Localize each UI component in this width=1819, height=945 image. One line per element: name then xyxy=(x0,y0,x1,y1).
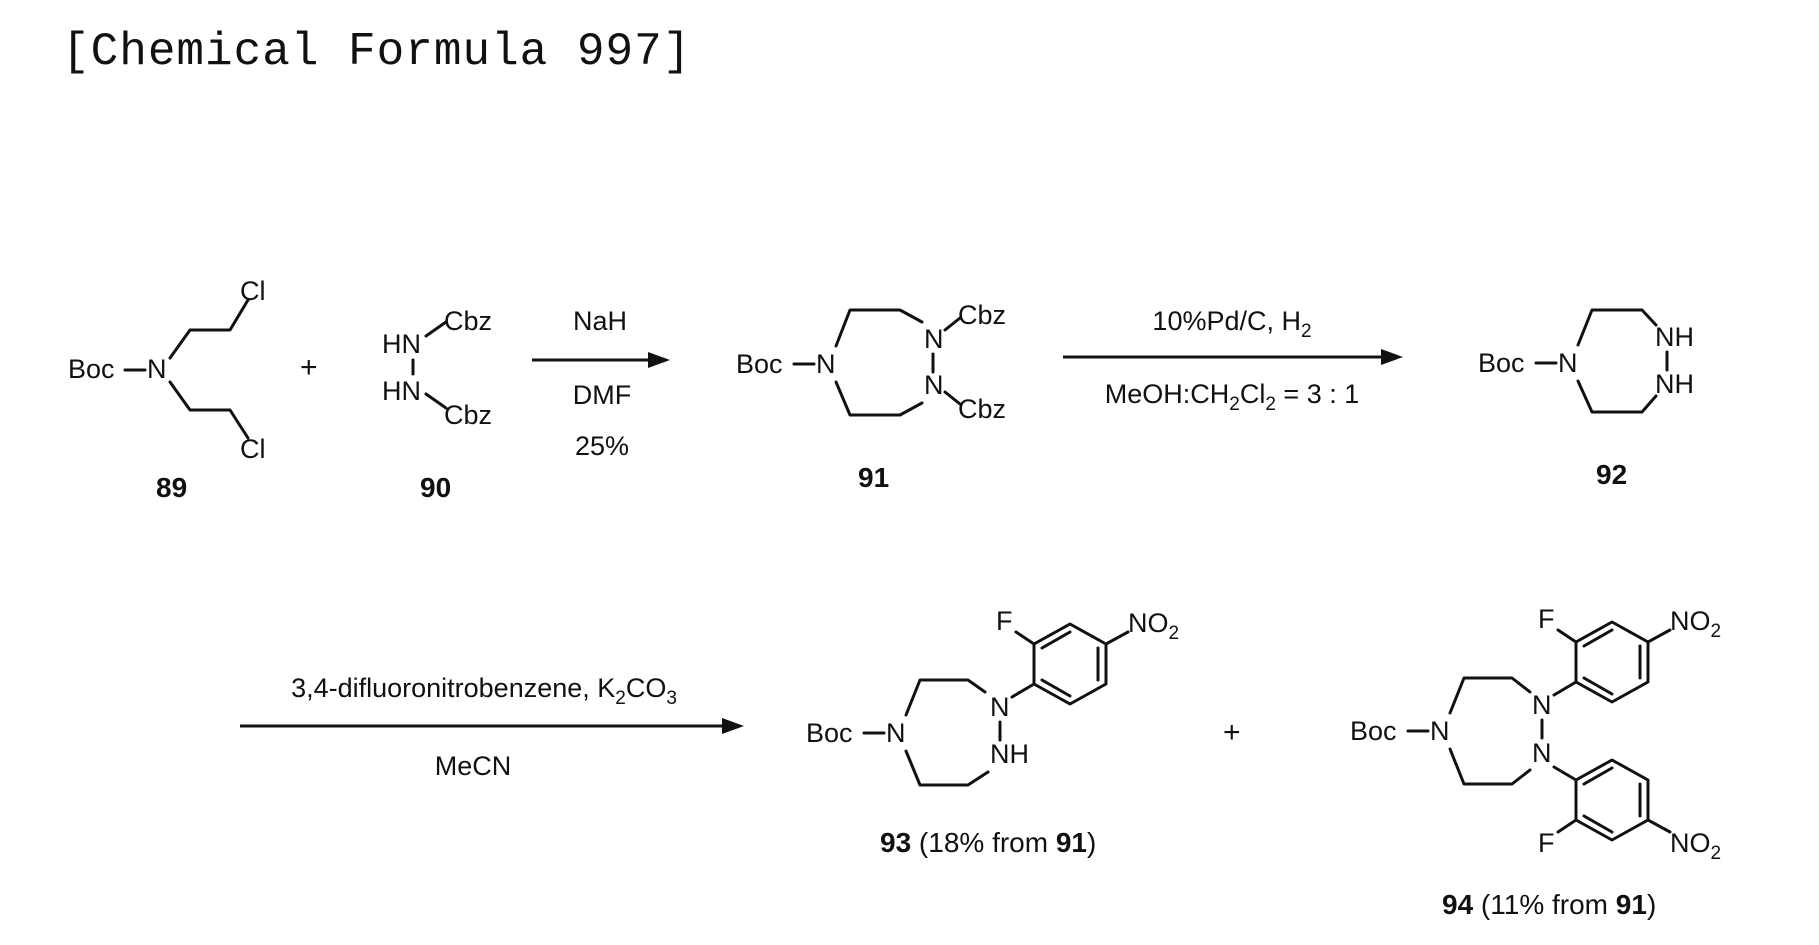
c90-cbz-bond-top xyxy=(426,322,446,336)
c89-cl-bottom: Cl xyxy=(240,434,266,464)
c90-cbz-bottom: Cbz xyxy=(444,400,492,430)
c92-boc-label: Boc xyxy=(1478,348,1525,378)
c94-n-bottom: N xyxy=(1532,738,1552,768)
c94-n-top: N xyxy=(1532,690,1552,720)
c94-top-no2-bond xyxy=(1648,630,1670,642)
reaction-arrow-1: NaH DMF 25% xyxy=(532,306,670,461)
c94-f-bottom: F xyxy=(1538,828,1555,858)
c93-benzene-ring xyxy=(1034,624,1106,704)
c89-cl-top: Cl xyxy=(240,276,266,306)
c89-upper-chain xyxy=(170,300,248,358)
plus-sign-2: + xyxy=(1223,716,1241,749)
c93-double-bond-3 xyxy=(1042,680,1070,696)
c94-no2-top: NO2 xyxy=(1670,606,1721,642)
c92-n-ring: N xyxy=(1558,348,1578,378)
c93-nh: NH xyxy=(990,739,1029,769)
c90-cbz-top: Cbz xyxy=(444,306,492,336)
compound-89: Boc N Cl Cl 89 xyxy=(68,276,266,503)
c92-nh-top: NH xyxy=(1655,322,1694,352)
step-1-solvent: DMF xyxy=(573,380,631,410)
step-2-solvent: MeOH:CH2Cl2 = 3 : 1 xyxy=(1105,379,1359,415)
c94-no2-bottom: NO2 xyxy=(1670,828,1721,864)
c91-number: 91 xyxy=(858,462,889,493)
c93-n-ring: N xyxy=(886,718,906,748)
c93-n-aryl-bond xyxy=(1012,684,1034,697)
c91-n-bottom: N xyxy=(924,370,944,400)
c94-ring-lower xyxy=(1450,749,1530,784)
step-3-solvent: MeCN xyxy=(435,751,512,781)
c90-number: 90 xyxy=(420,472,451,503)
c94-bottom-double-1 xyxy=(1584,816,1612,832)
reaction-arrow-2: 10%Pd/C, H2 MeOH:CH2Cl2 = 3 : 1 xyxy=(1063,306,1403,415)
c93-no2-bond xyxy=(1106,632,1128,644)
c92-ring-lower xyxy=(1578,381,1656,412)
c93-n-aryl: N xyxy=(990,692,1010,722)
c94-n-ring: N xyxy=(1430,716,1450,746)
c94-bottom-benzene-ring xyxy=(1576,760,1648,840)
c91-cbz-top: Cbz xyxy=(958,300,1006,330)
c94-bottom-aryl-bond xyxy=(1554,767,1576,780)
c94-top-f-bond xyxy=(1558,630,1576,642)
compound-90: HN Cbz HN Cbz 90 xyxy=(382,306,492,503)
c91-ring-upper xyxy=(836,310,922,346)
c91-n-top: N xyxy=(924,324,944,354)
c93-double-bond-1 xyxy=(1042,632,1070,648)
compound-94: Boc N N N F NO2 F NO2 94 (11% from 91) xyxy=(1350,604,1721,920)
c90-hn-bottom: HN xyxy=(382,376,421,406)
step-2-reagent: 10%Pd/C, H2 xyxy=(1152,306,1311,342)
c94-bottom-double-3 xyxy=(1584,768,1612,784)
c93-f-bond xyxy=(1016,632,1034,644)
step-3-reagent: 3,4-difluoronitrobenzene, K2CO3 xyxy=(291,673,677,709)
c91-cbz-bottom: Cbz xyxy=(958,394,1006,424)
c94-top-double-3 xyxy=(1584,678,1612,694)
c92-ring-upper xyxy=(1578,310,1656,345)
c94-ring-upper xyxy=(1450,678,1530,713)
c93-ring-lower xyxy=(906,751,988,785)
c89-n-label: N xyxy=(147,354,167,384)
c93-f: F xyxy=(996,606,1013,636)
c93-caption: 93 (18% from 91) xyxy=(880,827,1096,858)
c92-number: 92 xyxy=(1596,459,1627,490)
arrow-1-head xyxy=(648,352,670,368)
c94-bottom-no2-bond xyxy=(1648,820,1670,832)
step-1-reagent: NaH xyxy=(573,306,627,336)
c91-n-ring: N xyxy=(816,349,836,379)
c92-nh-bottom: NH xyxy=(1655,369,1694,399)
c94-boc-label: Boc xyxy=(1350,716,1397,746)
compound-93: Boc N N NH F NO2 93 (18% from 91) xyxy=(806,606,1179,858)
step-1-yield: 25% xyxy=(575,431,629,461)
compound-92: Boc N NH NH 92 xyxy=(1478,310,1694,490)
c94-top-double-1 xyxy=(1584,630,1612,646)
c93-ring-upper xyxy=(906,680,985,715)
c94-top-aryl-bond xyxy=(1554,682,1576,695)
arrow-3-head xyxy=(722,718,744,734)
c94-bottom-f-bond xyxy=(1558,820,1576,832)
c89-number: 89 xyxy=(156,472,187,503)
c94-f-top: F xyxy=(1538,604,1555,634)
c89-lower-chain xyxy=(170,382,248,438)
c93-boc-label: Boc xyxy=(806,718,853,748)
arrow-2-head xyxy=(1381,349,1403,365)
c93-no2: NO2 xyxy=(1128,608,1179,644)
reaction-arrow-3: 3,4-difluoronitrobenzene, K2CO3 MeCN xyxy=(240,673,744,781)
c90-cbz-bond-bottom xyxy=(426,394,446,408)
c94-caption: 94 (11% from 91) xyxy=(1442,889,1656,920)
plus-sign-1: + xyxy=(300,351,318,384)
c94-top-benzene-ring xyxy=(1576,622,1648,702)
c91-ring-lower xyxy=(836,382,922,415)
c89-boc-label: Boc xyxy=(68,354,115,384)
c90-hn-top: HN xyxy=(382,329,421,359)
c91-boc-label: Boc xyxy=(736,349,783,379)
compound-91: Boc N N N Cbz Cbz 91 xyxy=(736,300,1006,493)
